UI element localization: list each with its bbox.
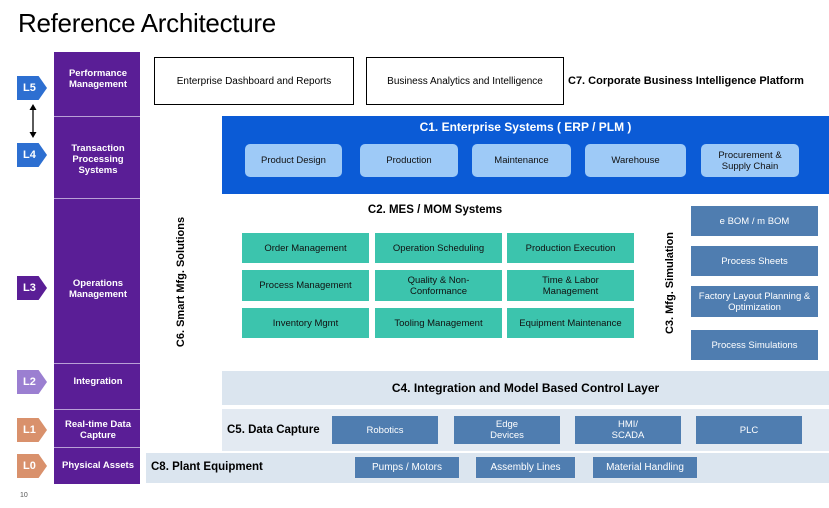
- c3-item-process-simulations: Process Simulations: [691, 330, 818, 360]
- c3-item-process-sheets: Process Sheets: [691, 246, 818, 276]
- level-name-l0: Physical Assets: [62, 459, 134, 471]
- c2-label: C2. MES / MOM Systems: [367, 204, 503, 216]
- business-analytics-box: Business Analytics and Intelligence: [366, 57, 564, 105]
- c1-item-production: Production: [360, 144, 458, 177]
- level-badge-l1: L1: [17, 418, 47, 442]
- c5-item-plc: PLC: [696, 416, 802, 444]
- c8-item-material-handling: Material Handling: [592, 456, 698, 479]
- level-name-l3: Operations Management: [68, 278, 128, 300]
- c3-item-factory-layout: Factory Layout Planning & Optimization: [691, 286, 818, 317]
- level-name-l2: Integration: [73, 375, 123, 387]
- c1-label: C1. Enterprise Systems ( ERP / PLM ): [419, 120, 632, 134]
- page-title: Reference Architecture: [18, 8, 276, 38]
- level-divider: [54, 198, 140, 199]
- level-name-l5: Performance Management: [68, 68, 128, 90]
- c5-item-edge-devices: Edge Devices: [454, 416, 560, 444]
- c3-item-ebom: e BOM / m BOM: [691, 206, 818, 236]
- c5-item-robotics: Robotics: [332, 416, 438, 444]
- c1-item-maintenance: Maintenance: [472, 144, 571, 177]
- c1-item-procurement: Procurement & Supply Chain: [701, 144, 799, 177]
- double-arrow-icon: [29, 104, 37, 138]
- c8-item-assembly-lines: Assembly Lines: [475, 456, 576, 479]
- c8-label: C8. Plant Equipment: [151, 461, 263, 473]
- level-divider: [54, 409, 140, 410]
- c2-item-process-management: Process Management: [242, 270, 369, 301]
- c1-item-product-design: Product Design: [245, 144, 342, 177]
- level-badge-l3: L3: [17, 276, 47, 300]
- level-name-l1: Real-time Data Capture: [65, 419, 131, 441]
- c3-label: C3. Mfg. Simulation: [664, 231, 676, 335]
- c8-item-pumps-motors: Pumps / Motors: [354, 456, 460, 479]
- c2-item-tooling: Tooling Management: [375, 308, 502, 338]
- c6-label: C6. Smart Mfg. Solutions: [175, 216, 187, 348]
- level-badge-l4: L4: [17, 143, 47, 167]
- c2-item-inventory: Inventory Mgmt: [242, 308, 369, 338]
- level-divider: [54, 363, 140, 364]
- level-badge-l5: L5: [17, 76, 47, 100]
- c2-item-equipment-maintenance: Equipment Maintenance: [507, 308, 634, 338]
- level-badge-l0: L0: [17, 454, 47, 478]
- c4-integration-band: C4. Integration and Model Based Control …: [222, 371, 829, 405]
- c5-item-hmi-scada: HMI/ SCADA: [575, 416, 681, 444]
- c2-item-production-execution: Production Execution: [507, 233, 634, 263]
- c5-label: C5. Data Capture: [227, 424, 320, 436]
- level-badge-l2: L2: [17, 370, 47, 394]
- page-number: 10: [20, 492, 28, 499]
- levels-column: [54, 52, 140, 484]
- c2-item-order-management: Order Management: [242, 233, 369, 263]
- c7-label: C7. Corporate Business Intelligence Plat…: [568, 75, 804, 87]
- c1-item-warehouse: Warehouse: [585, 144, 686, 177]
- enterprise-dashboard-box: Enterprise Dashboard and Reports: [154, 57, 354, 105]
- c2-item-time-labor: Time & Labor Management: [507, 270, 634, 301]
- level-name-l4: Transaction Processing Systems: [71, 142, 125, 176]
- c2-item-operation-scheduling: Operation Scheduling: [375, 233, 502, 263]
- level-divider: [54, 116, 140, 117]
- level-divider: [54, 447, 140, 448]
- c2-item-quality: Quality & Non-Conformance: [375, 270, 502, 301]
